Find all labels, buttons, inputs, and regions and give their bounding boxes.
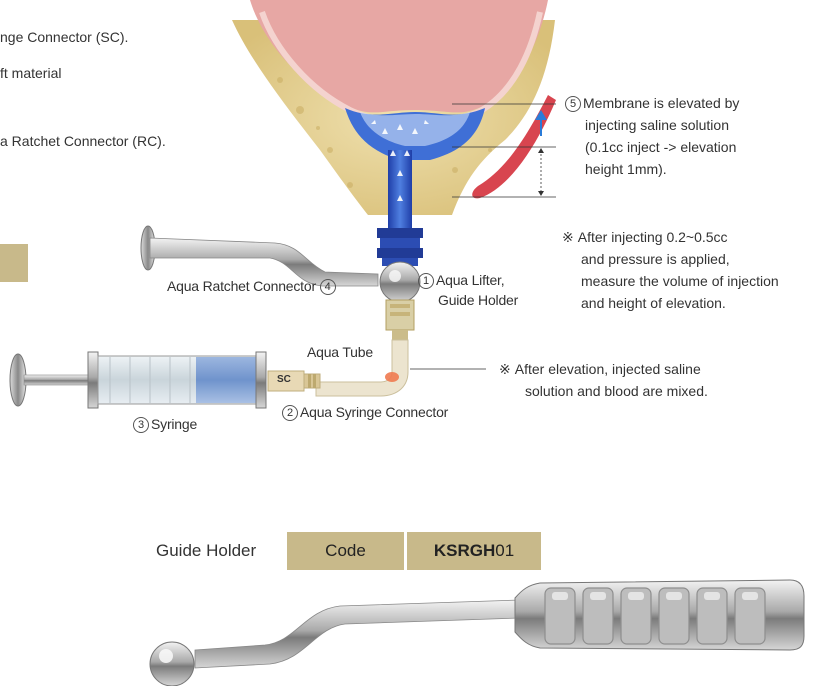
ratchet-connector xyxy=(386,300,414,340)
code-value-bold: KSRGH xyxy=(434,541,495,560)
blue-shaft xyxy=(388,150,412,232)
mixed-line-2: solution and blood are mixed. xyxy=(499,380,708,402)
aqua-lifter-line-2: Guide Holder xyxy=(418,292,518,308)
membrane-line-2: injecting saline solution xyxy=(565,114,739,136)
code-value-rest: 01 xyxy=(495,541,514,560)
ratchet-connector-text: Aqua Ratchet Connector xyxy=(167,278,316,294)
pressure-line-3: measure the volume of injection xyxy=(562,270,779,292)
blood-mix xyxy=(385,372,399,382)
membrane-line-1: Membrane is elevated by xyxy=(583,95,739,111)
dim-arrow-bottom xyxy=(538,191,544,196)
syringe xyxy=(10,352,266,408)
lifter-tip xyxy=(377,228,423,266)
pressure-line-4: and height of elevation. xyxy=(562,292,779,314)
aqua-tube-label: Aqua Tube xyxy=(307,344,373,360)
mixed-note: ※After elevation, injected saline soluti… xyxy=(499,358,708,402)
syringe-connector xyxy=(268,371,320,391)
pressure-line-1: After injecting 0.2~0.5cc xyxy=(578,229,728,245)
syringe-number: 3 xyxy=(133,417,149,433)
dim-arrow-top xyxy=(538,148,544,153)
product-name: Guide Holder xyxy=(156,541,256,561)
code-value-cell: KSRGH01 xyxy=(407,532,541,570)
pressure-ref-mark: ※ xyxy=(562,229,574,245)
code-label-cell: Code xyxy=(287,532,404,570)
syringe-text: Syringe xyxy=(151,416,197,432)
mixed-line-1: After elevation, injected saline xyxy=(515,361,701,377)
syringe-connector-text: Aqua Syringe Connector xyxy=(300,404,448,420)
ratchet-connector-label: Aqua Ratchet Connector 4 xyxy=(167,276,338,296)
membrane-number: 5 xyxy=(565,96,581,112)
aqua-lifter-line-1: Aqua Lifter, xyxy=(436,272,504,288)
pressure-line-2: and pressure is applied, xyxy=(562,248,779,270)
aqua-lifter-number: 1 xyxy=(418,273,434,289)
membrane-line-4: height 1mm). xyxy=(565,158,739,180)
guide-holder-product xyxy=(150,580,804,686)
sc-marking: SC xyxy=(277,374,291,385)
ratchet-connector-number: 4 xyxy=(320,279,336,295)
pressure-note: ※After injecting 0.2~0.5cc and pressure … xyxy=(562,226,779,314)
syringe-connector-number: 2 xyxy=(282,405,298,421)
membrane-line-3: (0.1cc inject -> elevation xyxy=(565,136,739,158)
mixed-ref-mark: ※ xyxy=(499,361,511,377)
